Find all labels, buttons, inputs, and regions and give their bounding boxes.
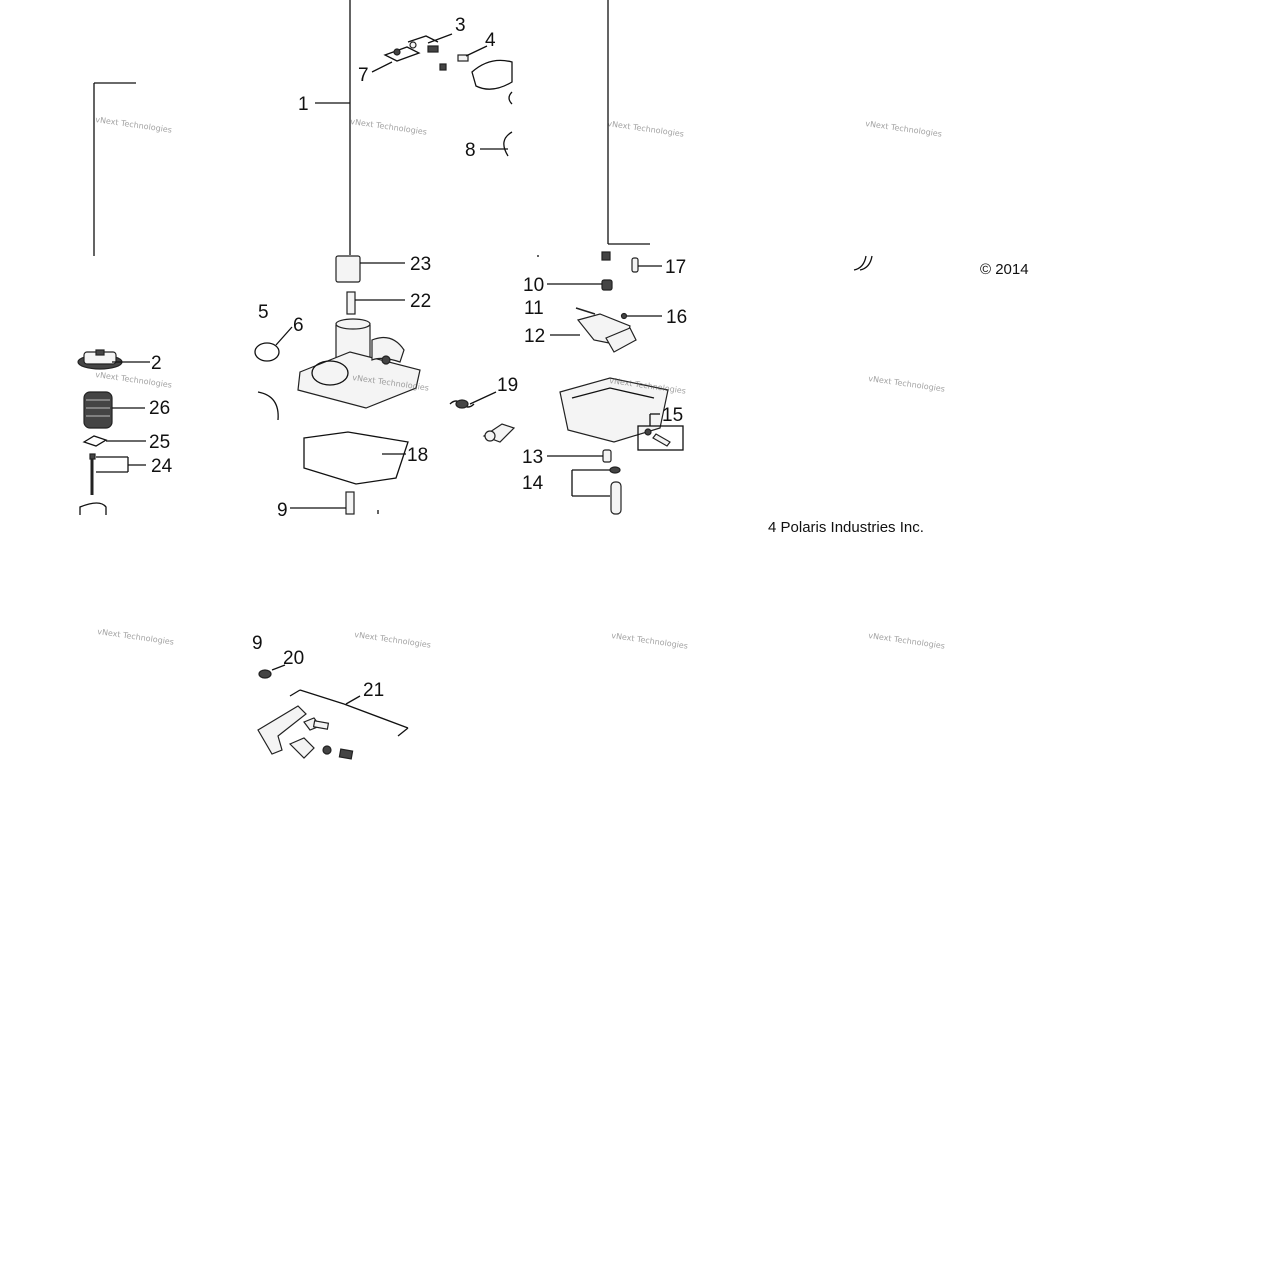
callout-22: 22 xyxy=(410,291,431,312)
callout-6: 6 xyxy=(293,315,304,336)
part-screw-4 xyxy=(439,54,469,71)
watermark: vNext Technologies xyxy=(95,115,173,135)
callout-3: 3 xyxy=(455,15,466,36)
callout-19: 19 xyxy=(497,375,518,396)
callout-25: 25 xyxy=(149,432,170,453)
part-float-parts-top xyxy=(537,251,873,273)
watermark: vNext Technologies xyxy=(354,630,432,650)
callout-17: 17 xyxy=(665,257,686,278)
part-carb-body xyxy=(297,318,421,409)
watermark: vNext Technologies xyxy=(607,119,685,139)
part-washer-20 xyxy=(258,669,272,679)
part-screw-16 xyxy=(620,312,628,320)
part-needle-24 xyxy=(89,453,96,495)
part-jet-22 xyxy=(346,291,356,315)
callout-11: 11 xyxy=(524,298,544,319)
part-valve-19 xyxy=(482,423,516,443)
watermark: vNext Technologies xyxy=(868,631,946,651)
copyright-fragment-bottom: 4 Polaris Industries Inc. xyxy=(768,519,924,536)
part-screw-13 xyxy=(602,449,612,463)
part-tube-14 xyxy=(609,466,622,515)
part-oring-6 xyxy=(254,342,280,362)
part-float-12 xyxy=(576,313,637,353)
callout-1: 1 xyxy=(298,94,309,115)
watermark: vNext Technologies xyxy=(865,119,943,139)
callout-18: 18 xyxy=(407,445,428,466)
part-spring-26 xyxy=(83,391,113,429)
callout-10: 10 xyxy=(523,275,544,296)
watermark: vNext Technologies xyxy=(97,627,175,647)
part-oring-8 xyxy=(503,131,513,157)
part-spring-19 xyxy=(449,399,475,409)
watermark: vNext Technologies xyxy=(350,117,428,137)
callout-26: 26 xyxy=(149,398,170,419)
callout-21: 21 xyxy=(363,680,384,701)
callout-9: 9 xyxy=(277,500,288,521)
frame-lines xyxy=(93,0,650,256)
part-cap-23 xyxy=(335,255,361,283)
callout-7: 7 xyxy=(358,65,369,86)
callout-14: 14 xyxy=(522,473,544,494)
copyright-fragment-top: © 2014 xyxy=(980,261,1029,278)
part-cover-screws-3-7 xyxy=(383,35,439,62)
callout-12: 12 xyxy=(524,326,545,347)
callout-labels: 1 2 3 4 5 6 7 8 9 9 10 11 12 13 14 15 16… xyxy=(149,15,687,701)
part-screw-10 xyxy=(601,279,613,291)
watermark: vNext Technologies xyxy=(611,631,689,651)
watermark: vNext Technologies xyxy=(868,374,946,394)
part-cap-2 xyxy=(77,349,123,370)
part-slide-partial xyxy=(79,502,107,515)
watermarks: vNext Technologies vNext Technologies vN… xyxy=(95,115,946,651)
part-clip-25 xyxy=(82,435,108,447)
callout-20: 20 xyxy=(283,648,304,669)
callout-8: 8 xyxy=(465,140,476,161)
callout-23: 23 xyxy=(410,254,431,275)
callout-2: 2 xyxy=(151,353,162,374)
part-needle-9 xyxy=(345,491,379,515)
callout-24: 24 xyxy=(151,456,173,477)
part-drain-15 xyxy=(637,425,684,451)
part-bracket-21 xyxy=(257,705,354,760)
callout-5: 5 xyxy=(258,302,269,323)
callout-4: 4 xyxy=(485,30,496,51)
callout-9-partial: 9 xyxy=(252,633,263,654)
callout-15: 15 xyxy=(662,405,683,426)
part-oring-partial-left xyxy=(257,391,279,421)
part-pin-11 xyxy=(575,307,596,315)
part-gasket-18 xyxy=(303,431,409,485)
leader-lines xyxy=(96,33,662,737)
callout-16: 16 xyxy=(666,307,687,328)
callout-13: 13 xyxy=(522,447,543,468)
part-carb-top-partial xyxy=(471,59,513,105)
